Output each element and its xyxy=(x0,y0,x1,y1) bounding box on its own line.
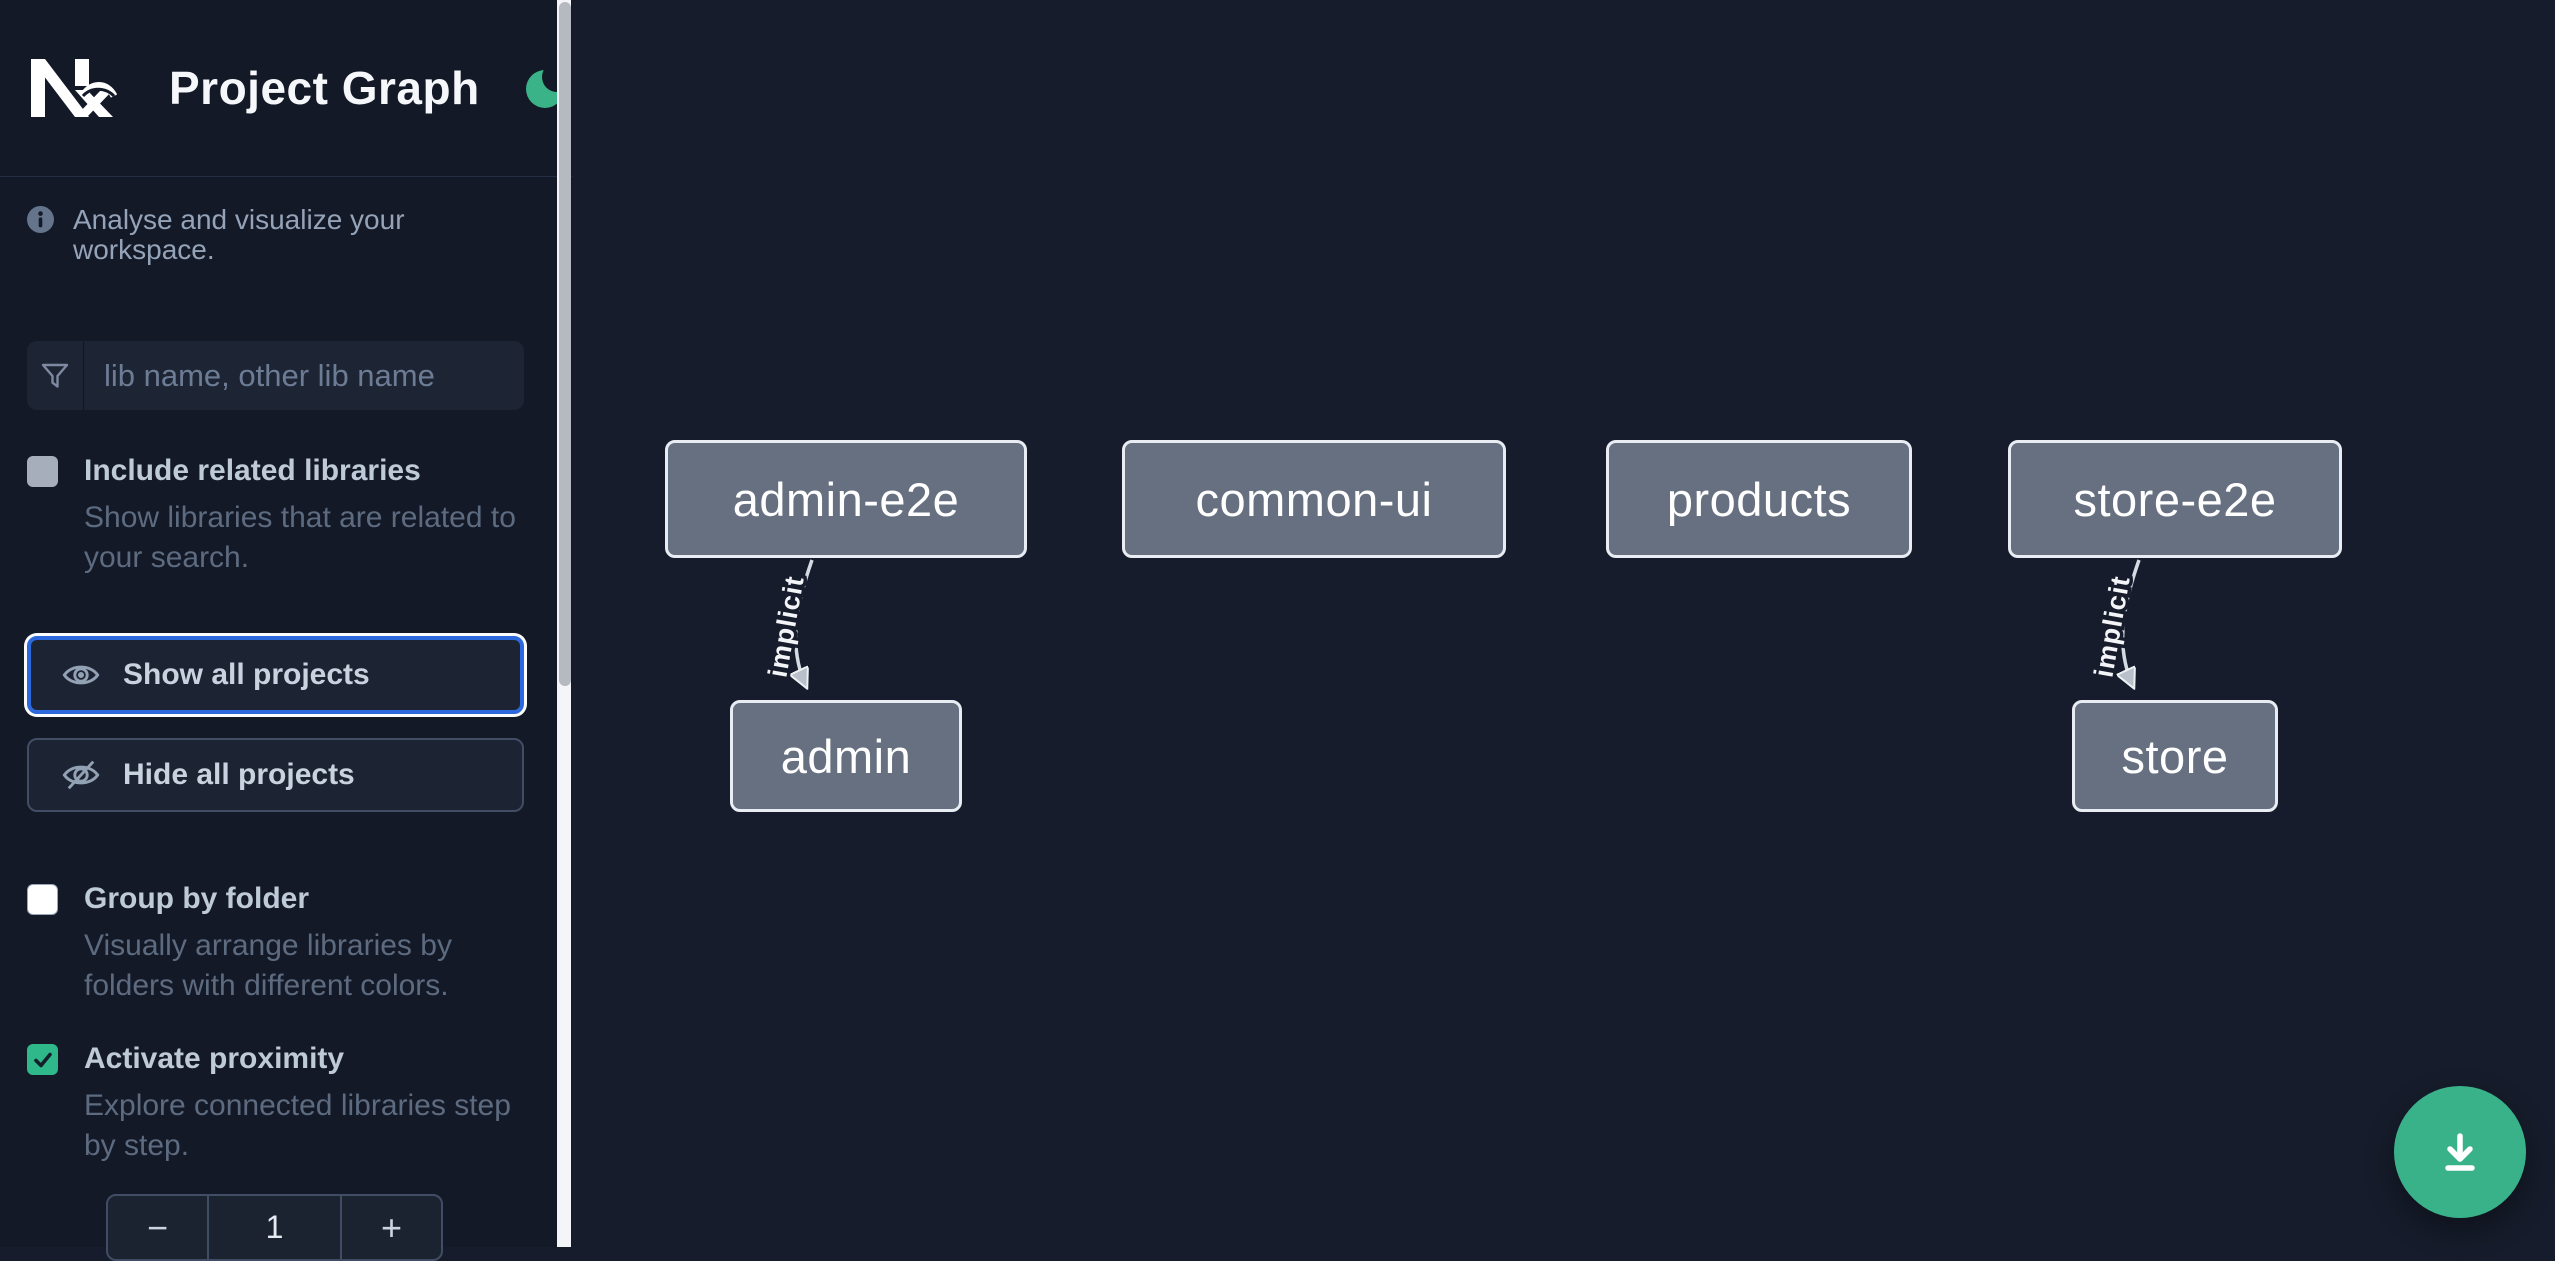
activate-proximity-checkbox[interactable] xyxy=(27,1044,58,1075)
intro-text: Analyse and visualize your workspace. xyxy=(73,204,405,265)
node-admin[interactable]: admin xyxy=(730,700,962,812)
eye-off-icon xyxy=(62,760,100,790)
graph-edges-layer: implicit implicit xyxy=(759,559,2141,1247)
graph-canvas[interactable]: implicit implicit admin-e2e common-ui pr… xyxy=(572,0,2555,1247)
page-title: Project Graph xyxy=(169,62,480,114)
hide-all-projects-button[interactable]: Hide all projects xyxy=(27,738,524,812)
edge-label-implicit-2[interactable]: implicit xyxy=(2085,570,2139,683)
node-common-ui[interactable]: common-ui xyxy=(1122,440,1506,558)
download-icon xyxy=(2445,1133,2475,1171)
show-all-projects-label: Show all projects xyxy=(123,658,370,691)
stepper-value: 1 xyxy=(207,1196,342,1259)
node-admin-e2e[interactable]: admin-e2e xyxy=(665,440,1027,558)
eye-icon xyxy=(62,665,100,685)
include-related-description: Show libraries that are related to your … xyxy=(84,501,516,574)
decrement-button[interactable]: − xyxy=(108,1196,207,1259)
filter-searchbox xyxy=(27,341,524,410)
hide-all-projects-label: Hide all projects xyxy=(123,758,355,791)
intro-row: Analyse and visualize your workspace. xyxy=(27,205,545,265)
sidebar: Project Graph Analyse and visualize your… xyxy=(0,0,572,1261)
download-graph-button[interactable] xyxy=(2394,1086,2526,1218)
activate-proximity-description: Explore connected libraries step by step… xyxy=(84,1089,511,1162)
edge-label-implicit-1[interactable]: implicit xyxy=(759,570,813,683)
activate-proximity-label: Activate proximity xyxy=(84,1042,345,1075)
sidebar-header: Project Graph xyxy=(0,0,572,177)
check-icon xyxy=(33,1052,52,1067)
option-activate-proximity: Activate proximity Explore connected lib… xyxy=(27,1042,545,1166)
option-group-by-folder: Group by folder Visually arrange librari… xyxy=(27,882,545,1006)
group-by-folder-checkbox[interactable] xyxy=(27,884,58,915)
group-by-folder-description: Visually arrange libraries by folders wi… xyxy=(84,929,452,1002)
edge-admin-e2e-admin xyxy=(796,559,814,686)
funnel-icon xyxy=(27,341,84,410)
node-store[interactable]: store xyxy=(2072,700,2278,812)
node-store-e2e[interactable]: store-e2e xyxy=(2008,440,2342,558)
proximity-depth-stepper: − 1 + xyxy=(106,1194,443,1261)
info-icon xyxy=(27,206,54,233)
filter-input[interactable] xyxy=(84,341,524,410)
include-related-label: Include related libraries xyxy=(84,454,421,487)
include-related-checkbox[interactable] xyxy=(27,456,58,487)
increment-button[interactable]: + xyxy=(342,1196,441,1259)
edge-store-e2e-store xyxy=(2123,559,2141,686)
nx-logo xyxy=(31,59,117,117)
sidebar-scrollbar-thumb[interactable] xyxy=(559,2,571,686)
group-by-folder-label: Group by folder xyxy=(84,882,309,915)
show-all-projects-button[interactable]: Show all projects xyxy=(27,636,524,714)
option-include-related: Include related libraries Show libraries… xyxy=(27,454,545,578)
node-products[interactable]: products xyxy=(1606,440,1912,558)
